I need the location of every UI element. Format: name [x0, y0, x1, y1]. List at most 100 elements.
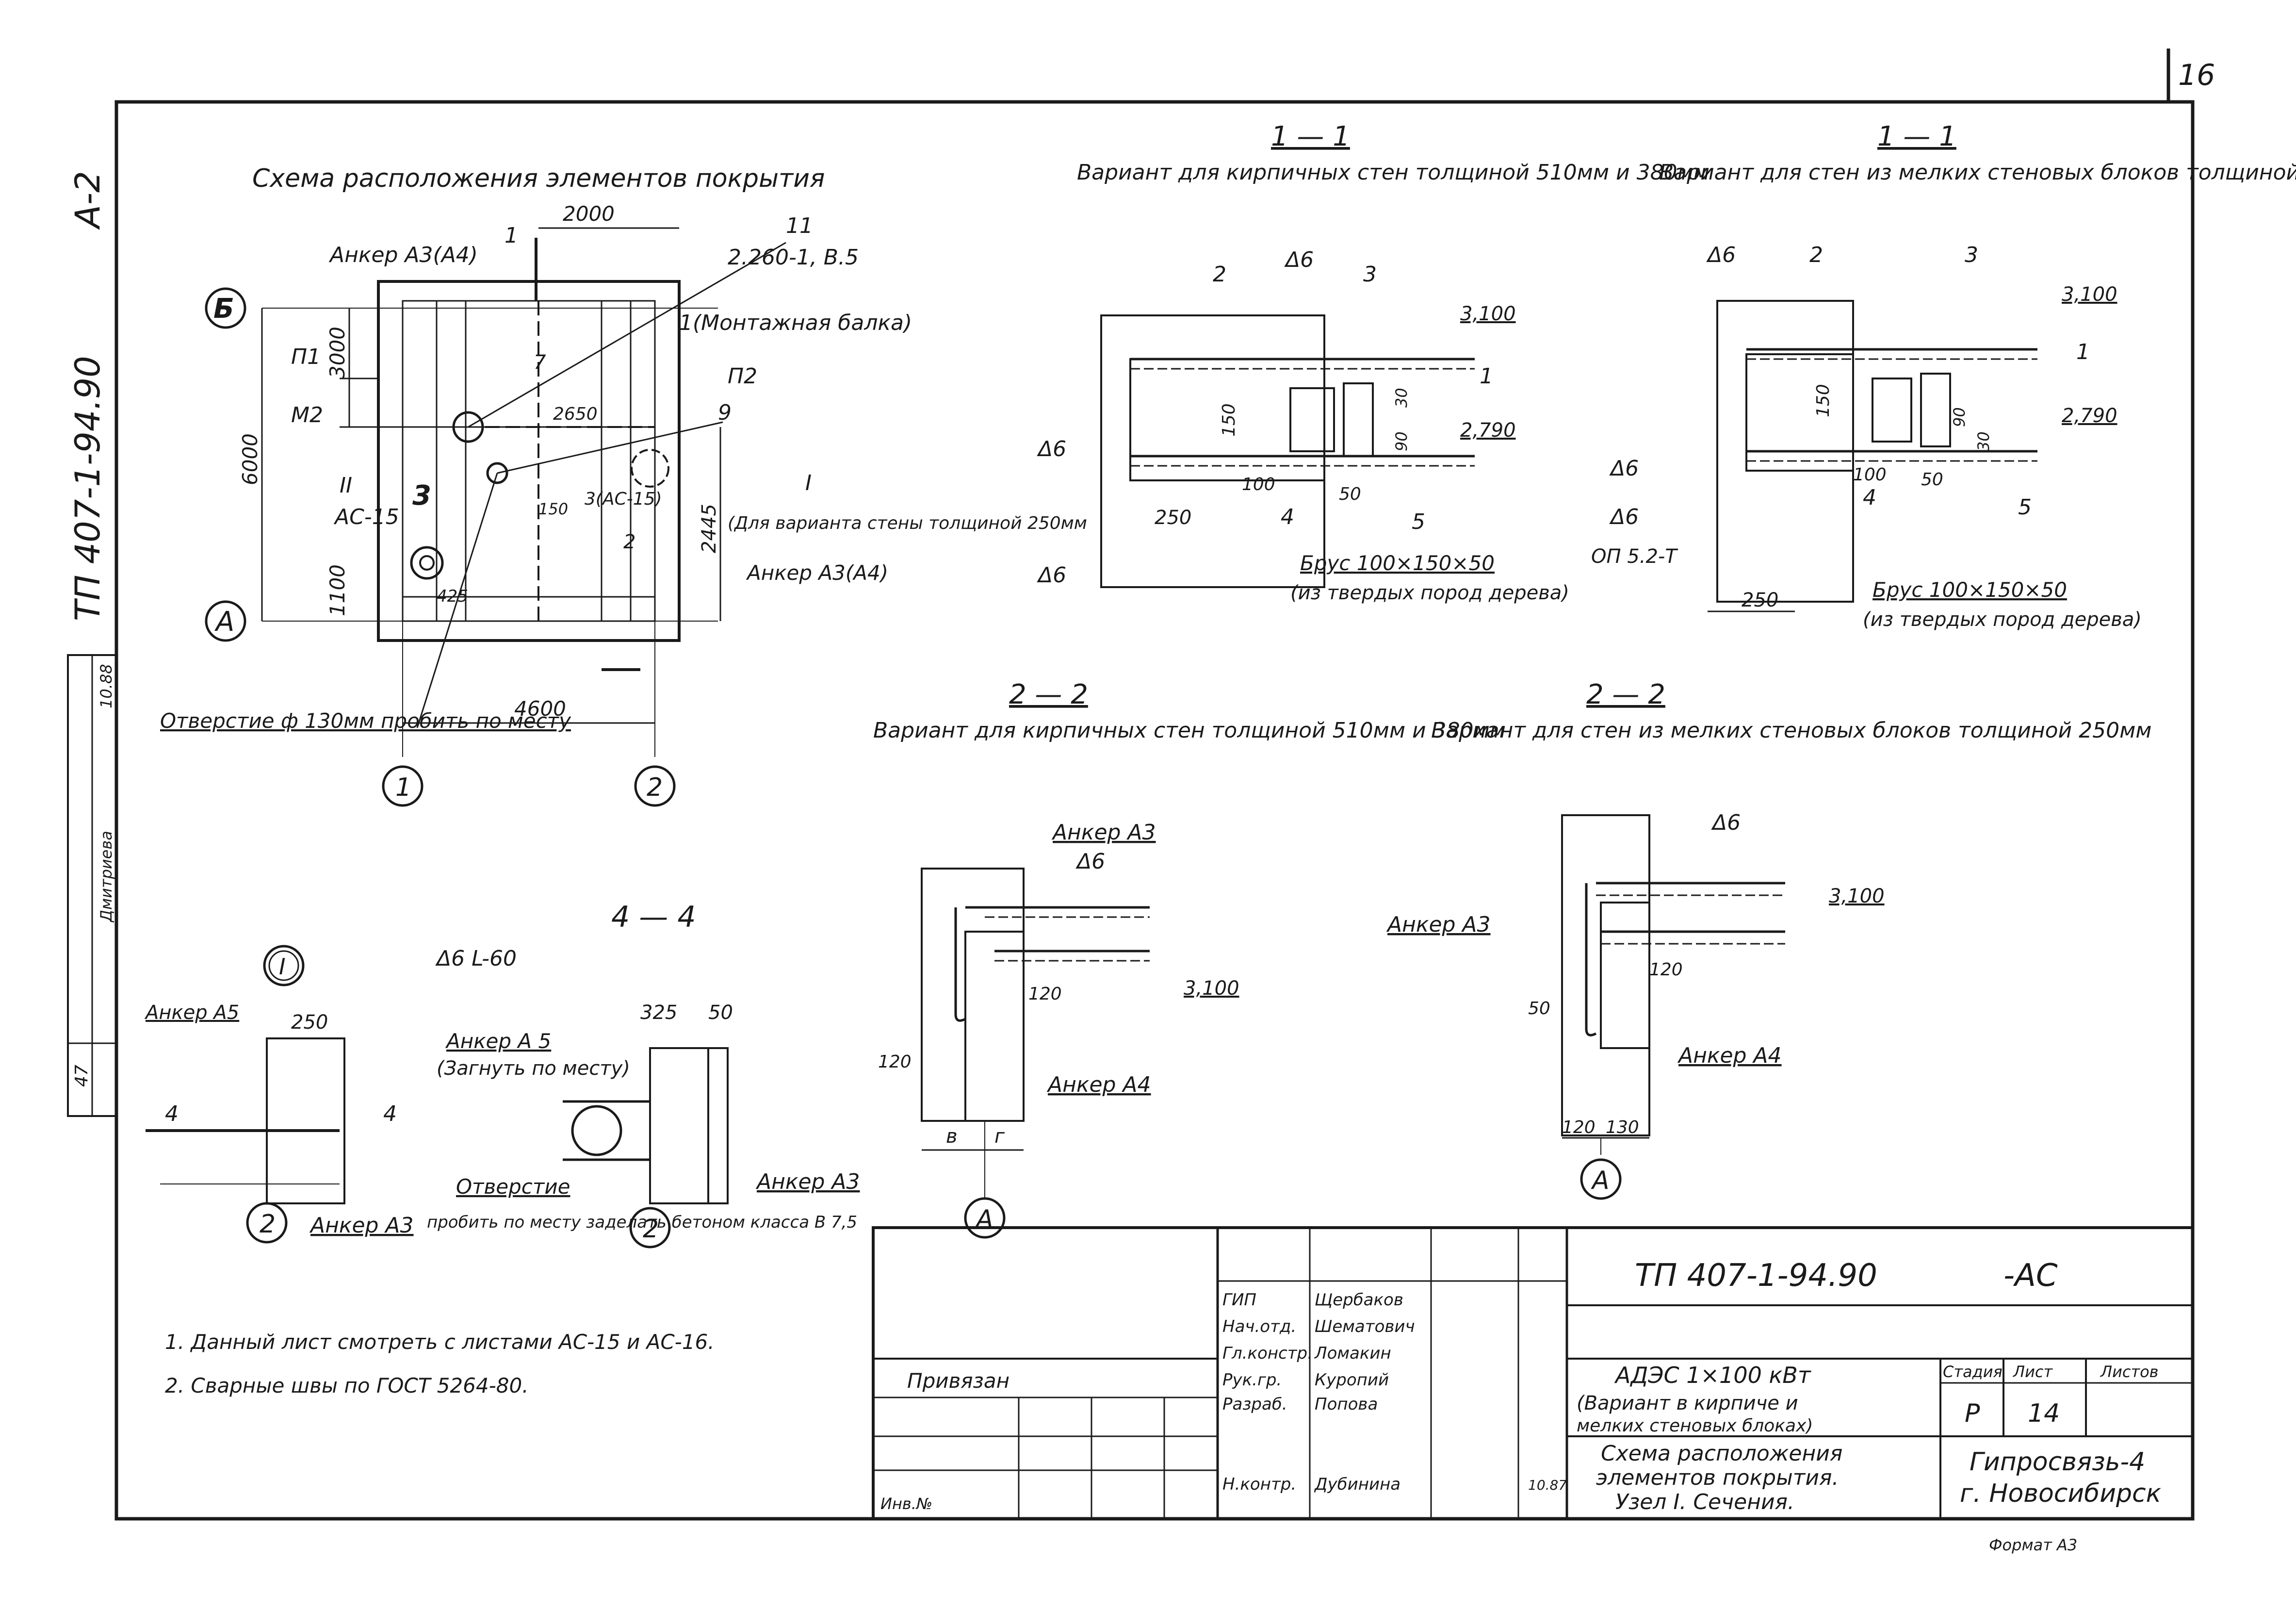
stamp-project-2: мелких стеновых блоках) [1577, 1416, 1813, 1436]
s11b-l1: 1 [2076, 340, 2090, 364]
s11a-l4: 4 [1281, 505, 1294, 529]
s11a-d100: 100 [1242, 475, 1275, 494]
s11b-d100: 100 [1853, 465, 1887, 485]
plan-label-11: 11 [786, 214, 813, 238]
dim-2650: 2650 [553, 404, 598, 424]
s44-anchor-a3: Анкер А3 [755, 1169, 860, 1194]
s22b-d120: 120 [1649, 960, 1683, 980]
s22a-d120a: 120 [1028, 984, 1062, 1004]
plan-label-3ac: 3(АС-15) [585, 489, 662, 509]
s44-d325: 325 [640, 1002, 677, 1024]
s11b-mark-2790: 2,790 [2062, 405, 2117, 427]
section-1-1-brick: 1 — 1 Вариант для кирпичных стен толщино… [1037, 121, 1710, 604]
s22a-dim-v: в [946, 1125, 958, 1148]
stamp-project-0: АДЭС 1×100 кВт [1614, 1362, 1811, 1388]
page-number: 16 [2178, 58, 2215, 92]
stamp-name-4: Попова [1315, 1395, 1378, 1414]
dim-150: 150 [538, 500, 568, 518]
stamp-inv: Инв.№ [880, 1495, 932, 1513]
stamp-title-2: Узел I. Сечения. [1615, 1490, 1794, 1514]
s11a-l1: 1 [1480, 364, 1493, 389]
s11a-mark-3100: 3,100 [1460, 303, 1516, 325]
top-right-code: А-2 [68, 171, 108, 230]
note-1: 1. Данный лист смотреть с листами АС-15 … [165, 1330, 715, 1354]
plan-anchor-bottom: Анкер А3(А4) [746, 561, 888, 585]
stamp-title-1: элементов покрытия. [1596, 1465, 1839, 1490]
s11b-d50: 50 [1921, 470, 1943, 490]
s44-d6: Δ6 L-60 [435, 946, 517, 971]
s11a-d6a: Δ6 [1037, 437, 1066, 461]
stamp-format: Формат А3 [1989, 1536, 2077, 1554]
s11b-title: 1 — 1 [1877, 121, 1956, 152]
stamp-name-3: Куропий [1315, 1370, 1389, 1390]
stamp-role-2: Гл.констр. [1222, 1344, 1313, 1363]
margin-inv: 47 [72, 1065, 92, 1087]
stamp-list-h: Лист [2013, 1363, 2053, 1381]
plan-anchor-top: Анкер А3(А4) [328, 243, 478, 267]
stamp-org-0: Гипросвязь-4 [1970, 1447, 2145, 1477]
stamp-title-0: Схема расположения [1601, 1441, 1842, 1466]
plan-node-I: I [805, 471, 812, 495]
section-2-2-brick: 2 — 2 Вариант для кирпичных стен толщино… [873, 679, 1506, 1239]
stamp-org-1: г. Новосибирск [1960, 1479, 2162, 1508]
dim-3000: 3000 [326, 327, 349, 378]
node-I: I Анкер А5 250 4 4 2 Анкер А3 [144, 945, 414, 1244]
section-4-4: 4 — 4 Δ6 L-60 Анкер А 5 (Загнуть по мест… [427, 900, 860, 1249]
plan-title: Схема расположения элементов покрытия [252, 164, 825, 193]
s44-title: 4 — 4 [611, 900, 696, 934]
s11a-title: 1 — 1 [1271, 121, 1350, 152]
node1-anchor-a3: Анкер А3 [309, 1213, 414, 1238]
dim-425: 425 [437, 587, 468, 606]
s11a-brus: Брус 100×150×50 [1300, 551, 1495, 575]
stamp-role-1: Нач.отд. [1222, 1317, 1296, 1336]
stamp-role-3: Рук.гр. [1222, 1370, 1282, 1390]
s22b-axis: А [1591, 1166, 1610, 1195]
axis-b-label: Б [213, 293, 234, 325]
plan-cut-1: 1 [505, 223, 518, 248]
s11a-l5: 5 [1412, 509, 1425, 534]
stamp-name-1: Шематович [1315, 1317, 1415, 1336]
s11b-d90: 90 [1950, 407, 1969, 427]
node1-axis: 2 [260, 1210, 276, 1239]
axis-2-label: 2 [647, 773, 663, 802]
s22a-anchor-a4: Анкер А4 [1046, 1072, 1151, 1097]
dim-2445: 2445 [698, 504, 720, 553]
margin-date: 10.88 [97, 664, 115, 708]
plan-hole: Отверстие ф 130мм пробить по месту [160, 709, 571, 733]
s22a-anchor-a3: Анкер А3 [1051, 820, 1156, 845]
node1-cut-l: 4 [165, 1101, 179, 1126]
s11b-brus: Брус 100×150×50 [1873, 578, 2067, 602]
s11b-d150: 150 [1813, 384, 1833, 417]
stamp-code: ТП 407-1-94.90 [1635, 1258, 1877, 1294]
stamp-project-1: (Вариант в кирпиче и [1577, 1392, 1798, 1414]
s11a-subtitle: Вариант для кирпичных стен толщиной 510м… [1077, 160, 1710, 185]
s11b-d6b: Δ6 [1609, 505, 1639, 529]
s22b-mark-3100: 3,100 [1829, 885, 1885, 907]
title-block: Привязан Инв.№ ГИП Нач.отд. Гл.констр. Р… [872, 1226, 2194, 1554]
s44-hole-note: пробить по месту заделать бетоном класса… [427, 1213, 857, 1232]
s44-hole-title: Отверстие [456, 1175, 570, 1199]
plan-node-II: II [340, 473, 352, 498]
plan-label-7: 7 [534, 351, 546, 374]
stamp-list: 14 [2028, 1399, 2060, 1428]
s22a-axis: А [975, 1205, 993, 1234]
plan-label-2260: 2.260-1, В.5 [728, 245, 859, 270]
s11a-l6: Δ6 [1284, 247, 1314, 272]
dim-1100: 1100 [326, 564, 349, 616]
s11a-d50: 50 [1339, 484, 1361, 504]
stamp-stage: Р [1965, 1399, 1980, 1428]
s22b-d50: 50 [1528, 999, 1550, 1019]
plan-label-p1: П1 [291, 345, 321, 369]
section-1-1-blocks: 1 — 1 Вариант для стен из мелких стеновы… [1591, 121, 2296, 631]
s22b-anchor-a4: Анкер А4 [1677, 1043, 1782, 1068]
s22a-mark-3100: 3,100 [1184, 977, 1239, 1000]
dim-6000: 6000 [238, 433, 262, 485]
s11b-l2: 2 [1809, 243, 1823, 267]
s11a-brus2: (из твердых пород дерева) [1290, 582, 1569, 604]
plan-note-wall: (Для варианта стены толщиной 250мм [728, 513, 1087, 533]
dim-4600: 4600 [514, 697, 566, 721]
s22b-title: 2 — 2 [1586, 679, 1665, 710]
stamp-role-5: Н.контр. [1222, 1475, 1296, 1494]
plan-label-3: 3 [412, 480, 431, 511]
